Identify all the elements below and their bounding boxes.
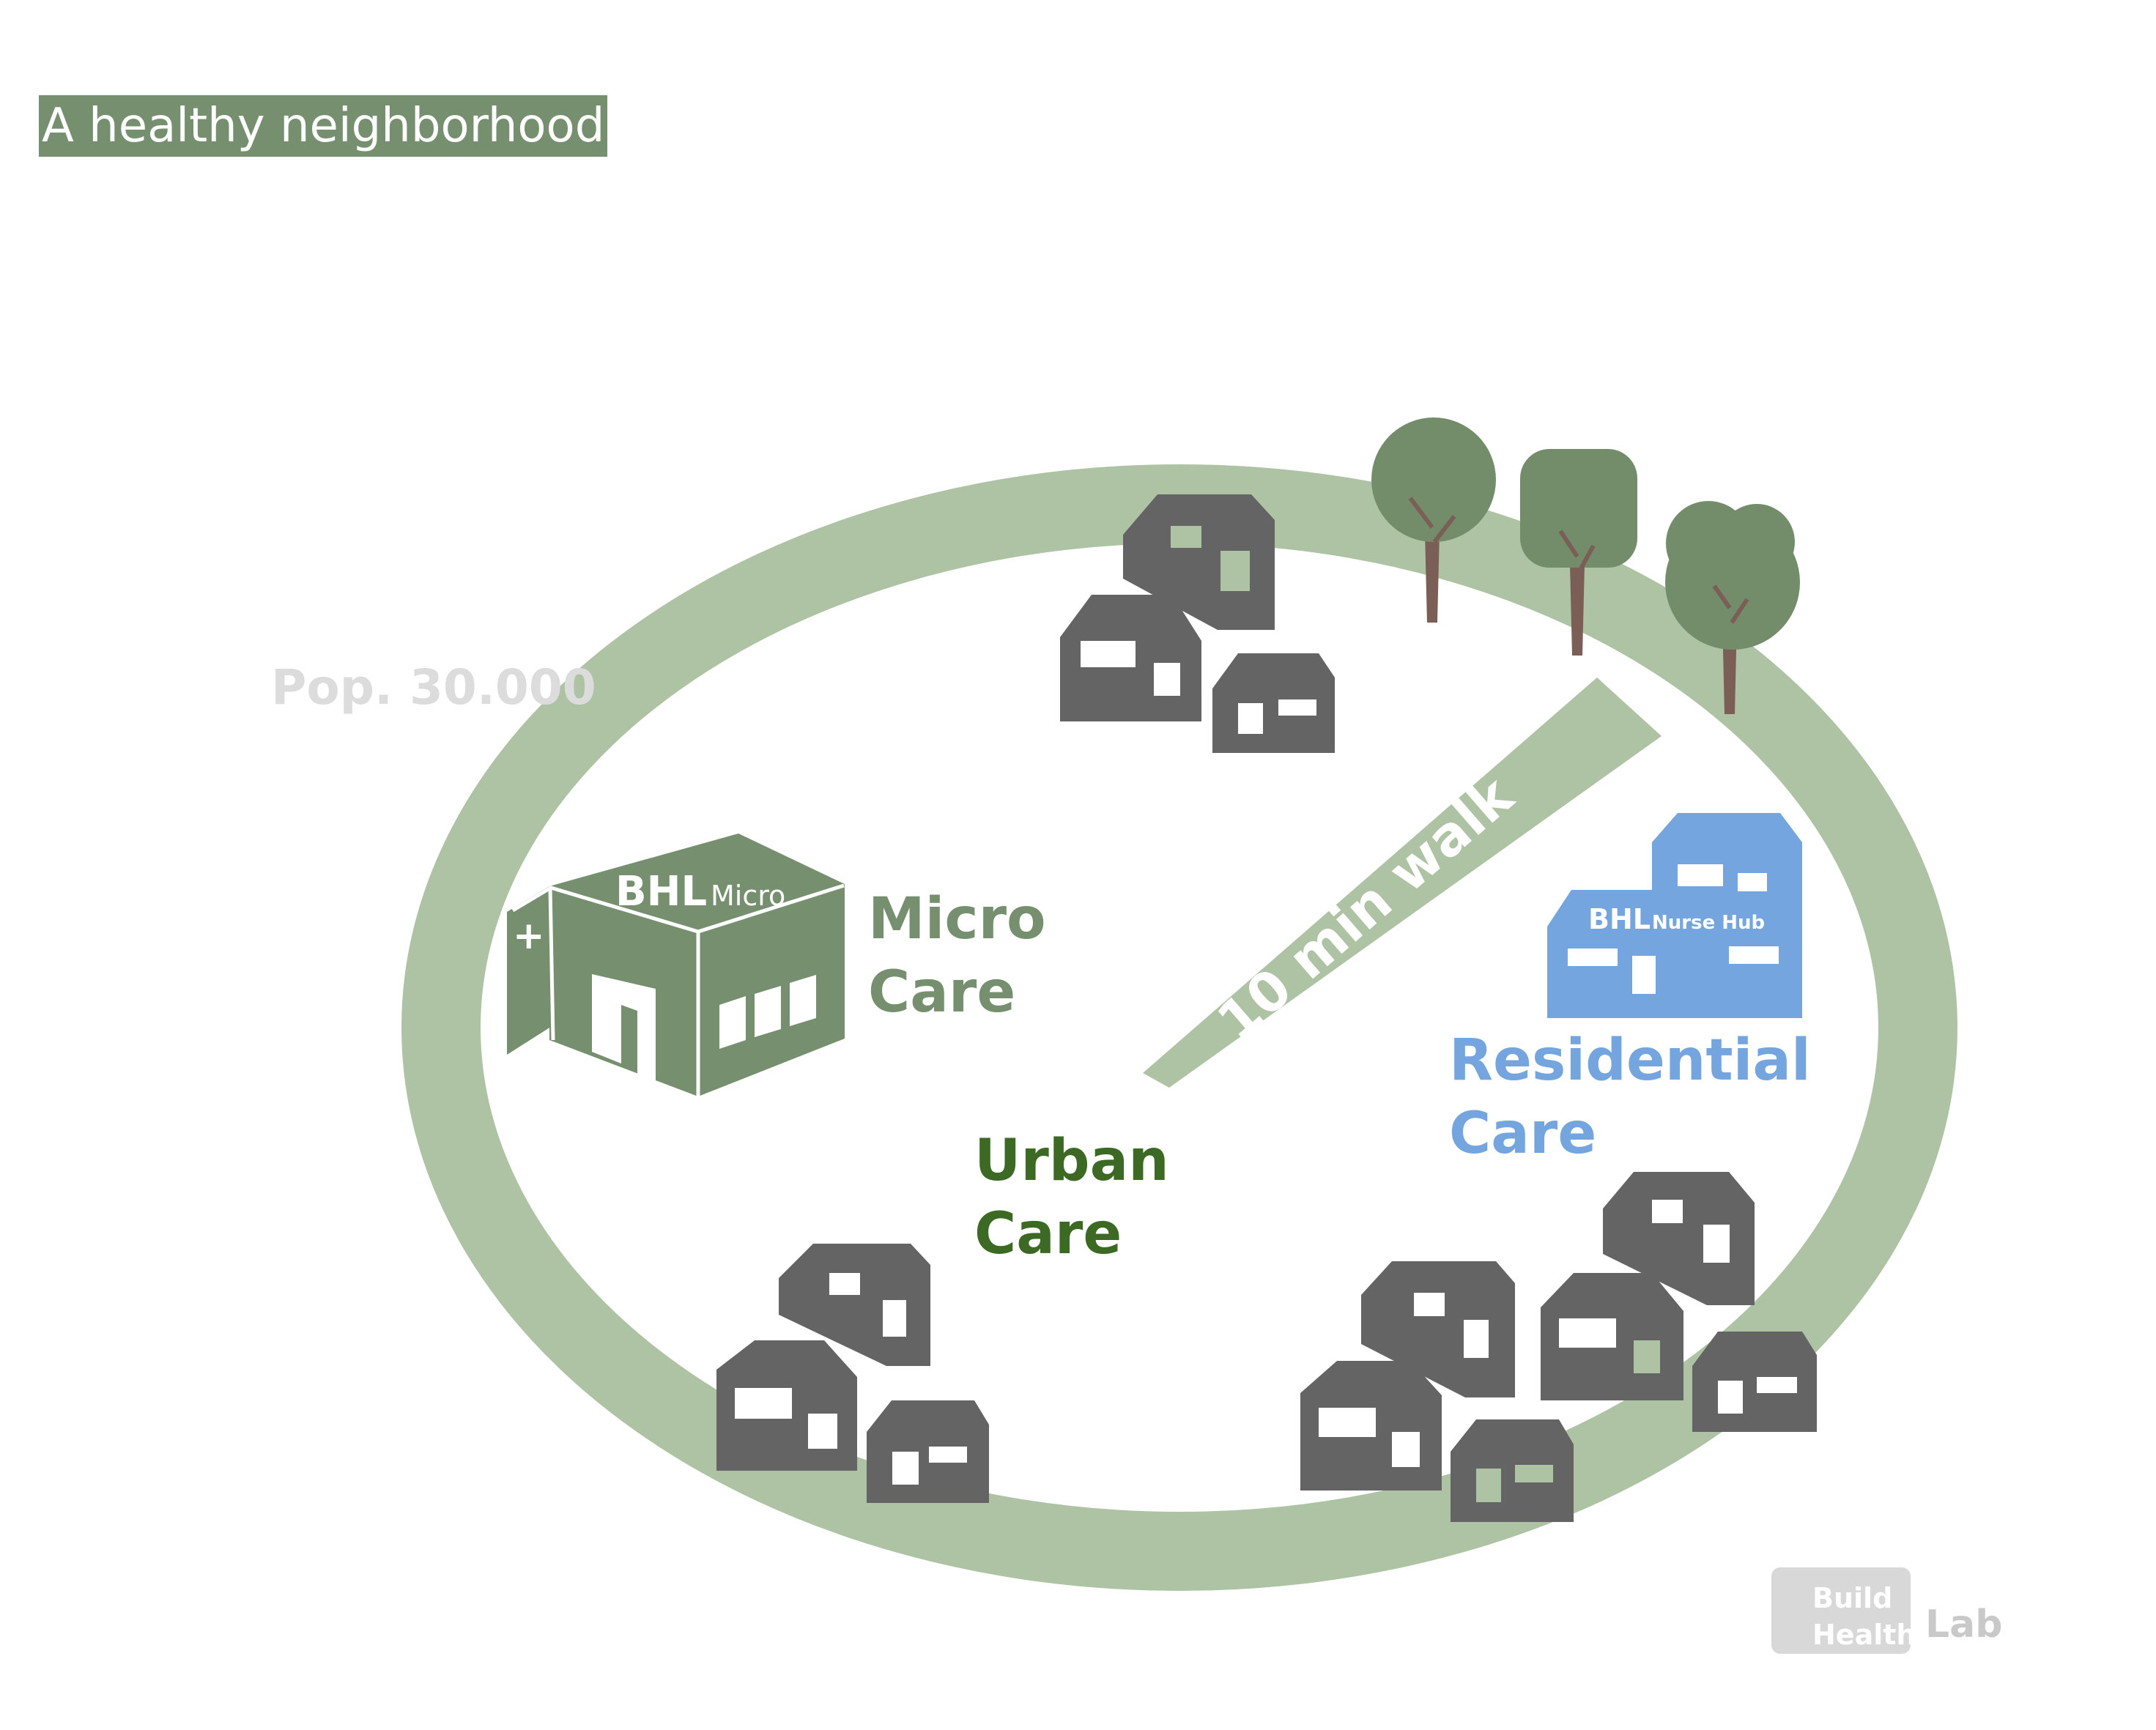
build-health-lab-logo: Build Health <box>1771 1567 1916 1654</box>
population-label: Pop. 30.000 <box>271 659 596 716</box>
house <box>716 1340 857 1471</box>
page-title: A healthy neighborhood <box>39 95 608 157</box>
house <box>1212 653 1335 753</box>
house <box>1451 1419 1574 1522</box>
walk-radius-wedge <box>1143 677 1662 1088</box>
logo-word-health: Health <box>1812 1619 1916 1651</box>
urban-care-line1: Urban <box>974 1128 1169 1194</box>
micro-care-label: Micro Care <box>868 883 1046 1029</box>
house <box>1060 595 1201 721</box>
walk-label: 10 min walk <box>1206 764 1526 1054</box>
house <box>867 1400 989 1503</box>
urban-care-label: Urban Care <box>974 1124 1169 1271</box>
tree <box>1665 501 1800 714</box>
logo-word-lab: Lab <box>1925 1603 2003 1647</box>
house <box>1300 1361 1442 1490</box>
house <box>1692 1332 1817 1432</box>
medical-cross-icon: + <box>513 914 545 958</box>
house <box>1541 1273 1683 1400</box>
residential-care-line1: Residential <box>1449 1028 1811 1094</box>
bhl-micro-sub: Micro <box>711 880 785 912</box>
micro-care-line1: Micro <box>868 886 1046 952</box>
bhl-nurse-hub-brand: BHL <box>1588 903 1651 935</box>
logo-word-build: Build <box>1812 1582 1892 1614</box>
urban-care-line2: Care <box>974 1201 1122 1267</box>
house-cluster-bottom-left <box>716 1244 989 1503</box>
tree <box>1371 417 1496 623</box>
bhl-micro-brand: BHL <box>615 868 707 916</box>
house <box>779 1244 930 1366</box>
bhl-micro-building: BHL Micro + <box>507 834 845 1096</box>
residential-care-line2: Care <box>1449 1101 1597 1167</box>
bhl-nurse-hub-building: BHL Nurse Hub <box>1547 813 1802 1018</box>
house-cluster-bottom-right <box>1300 1172 1817 1522</box>
bhl-nurse-hub-sub: Nurse Hub <box>1652 912 1765 934</box>
house <box>1603 1172 1755 1305</box>
tree <box>1520 449 1637 656</box>
micro-care-line2: Care <box>868 959 1016 1025</box>
residential-care-label: Residential Care <box>1449 1024 1811 1170</box>
house-cluster-top <box>1060 494 1335 753</box>
